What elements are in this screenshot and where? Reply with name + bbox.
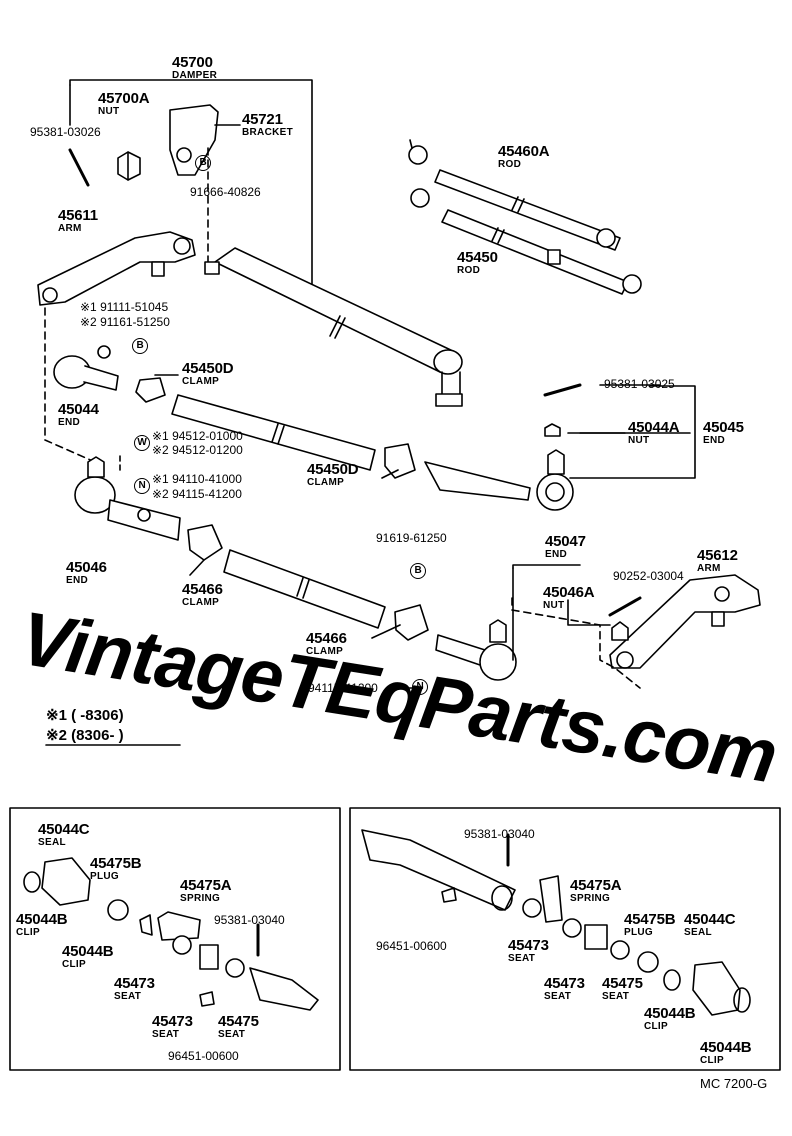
circle-mark-w: W	[134, 435, 150, 452]
label-washer-1: ※1 94512-01000	[152, 429, 243, 443]
label-dl-fitting: 96451-00600	[168, 1049, 239, 1063]
damper-leader	[69, 79, 313, 286]
label-nut-n-1: ※1 94110-41000	[152, 472, 242, 486]
rod-45460a-drawing	[408, 139, 621, 251]
label-pin-right: 95381-03025	[604, 377, 675, 391]
end-45046-drawing	[74, 456, 181, 541]
tube-lower-drawing	[223, 549, 386, 629]
arm-left-drawing	[37, 231, 196, 306]
label-washer-2: ※2 94512-01200	[152, 443, 243, 457]
circle-mark-n-bottom: N	[412, 679, 428, 696]
clamp-45466-bottom-drawing	[394, 604, 429, 641]
detail-box-right	[349, 807, 781, 1071]
tube-upper-drawing	[171, 394, 376, 471]
detail-left-drawing	[23, 857, 319, 1011]
label-dl-pin: 95381-03040	[214, 913, 285, 927]
end-45044-drawing	[53, 345, 119, 391]
label-bolt-arm-2: ※2 91161-51250	[80, 315, 170, 329]
detail-box-left	[9, 807, 341, 1071]
end-45045-drawing	[424, 383, 582, 511]
clamp-45450d-top-drawing	[135, 377, 166, 403]
label-nut-bottom: 94115-41200	[308, 681, 378, 695]
label-bolt-top: 91666-40826	[190, 185, 261, 199]
circle-mark-n: N	[134, 478, 150, 495]
end-45047-drawing	[435, 619, 517, 681]
label-pin-90252: 90252-03004	[613, 569, 684, 583]
arm-right-drawing	[608, 574, 761, 669]
label-dr-pin: 95381-03040	[464, 827, 535, 841]
label-bolt-arm-1: ※1 91111-51045	[80, 300, 169, 314]
note-2: ※2 (8306- )	[46, 727, 124, 744]
circle-mark-b-mid: B	[410, 563, 426, 580]
diagram-code: MC 7200-G	[700, 1076, 768, 1091]
clamp-45450d-mid-drawing	[384, 443, 416, 479]
rod-45450-drawing	[410, 188, 642, 295]
label-bolt-mid: 91619-61250	[376, 531, 447, 545]
label-pin-top: 95381-03026	[30, 125, 101, 139]
circle-mark-b-arm: B	[132, 338, 148, 355]
clamp-45466-top-drawing	[187, 524, 223, 561]
note-1: ※1 ( -8306)	[46, 707, 124, 724]
label-dr-fitting: 96451-00600	[376, 939, 447, 953]
damper-nut-drawing	[117, 151, 141, 181]
detail-right-drawing	[361, 829, 751, 1016]
damper-drawing	[204, 247, 463, 407]
circle-mark-b-top: B	[195, 155, 211, 172]
label-nut-n-2: ※2 94115-41200	[152, 487, 242, 501]
